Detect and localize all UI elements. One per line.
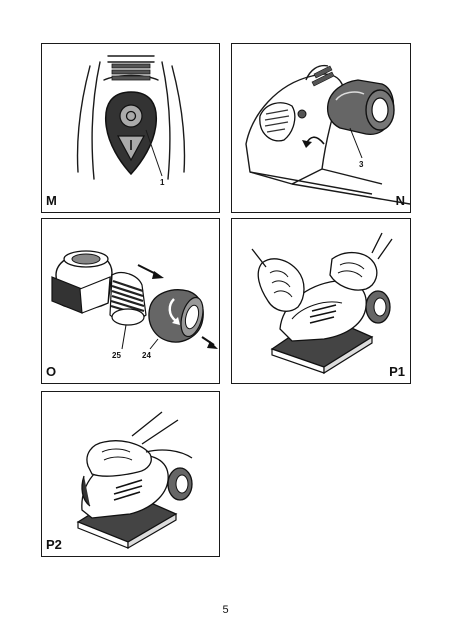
callout-24: 24 [142,351,151,360]
panel-label-p2: P2 [46,537,62,552]
panel-label-m: M [46,193,57,208]
figure-panel-o: 25 24 O [41,218,220,384]
panel-label-n: N [395,193,405,208]
callout-25: 25 [112,351,121,360]
panel-label-o: O [46,364,57,379]
callout-3: 3 [359,160,364,169]
sander-power-switch-illustration [76,55,186,180]
figure-panel-p1: P1 [231,218,411,384]
figure-panel-p2: P2 [41,391,220,557]
panel-label-p1: P1 [389,364,405,379]
one-hand-sanding-illustration [76,411,193,550]
dust-canister-filter-illustration [51,250,218,350]
dust-canister-attach-illustration [245,64,410,205]
two-hand-sanding-illustration [251,232,393,375]
callout-1: 1 [160,178,165,187]
page-number: 5 [222,604,229,616]
figure-panel-n: 3 N [231,43,411,213]
figure-panel-m: 1 M [41,43,220,213]
